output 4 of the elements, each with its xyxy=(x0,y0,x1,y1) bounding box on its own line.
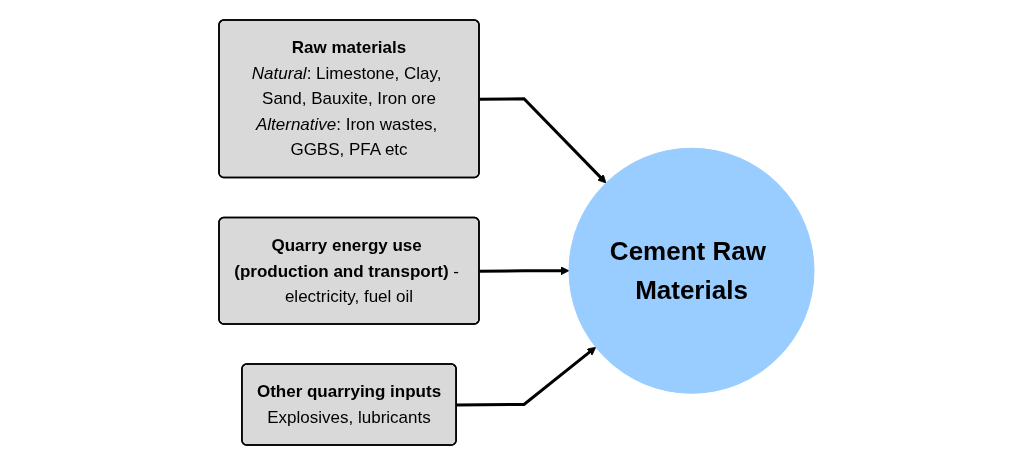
node-circle: Cement Raw Materials xyxy=(568,147,814,394)
arrow xyxy=(479,266,569,276)
arrow xyxy=(479,97,606,184)
arrow xyxy=(456,346,596,407)
